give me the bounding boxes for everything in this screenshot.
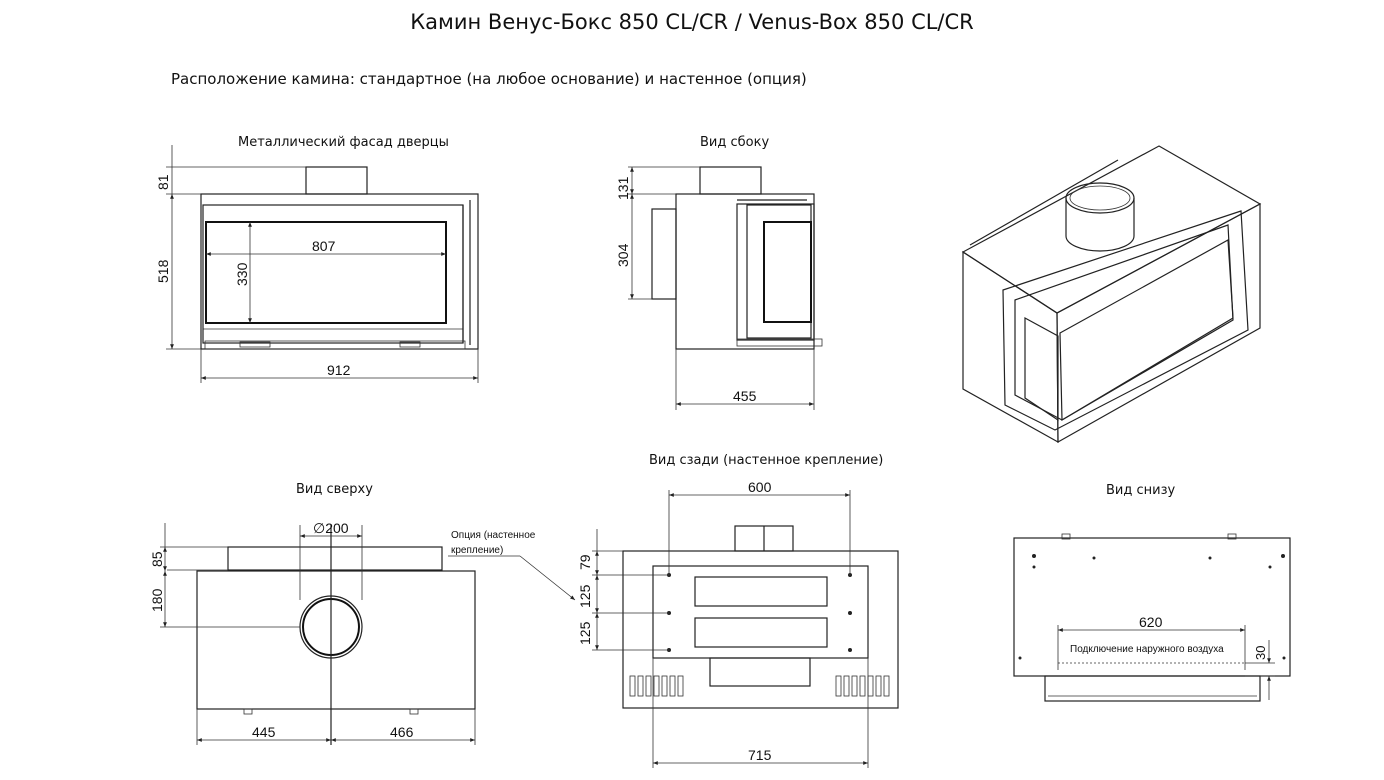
- side-dim-door: 304: [615, 243, 631, 267]
- isometric-view: [961, 145, 1262, 444]
- back-dim-bottom-width: 715: [748, 747, 772, 763]
- top-note-line1: Опция (настенное: [451, 530, 536, 541]
- bottom-dim-height: 30: [1253, 646, 1268, 660]
- top-dim-a: 85: [149, 551, 165, 567]
- side-dim-top: 131: [615, 176, 631, 200]
- back-view: 600 79 125 125 715: [577, 479, 899, 768]
- front-dim-width: 912: [327, 362, 351, 378]
- top-view-title: Вид сверху: [296, 482, 373, 497]
- document-title: Камин Венус-Бокс 850 CL/CR / Venus-Box 8…: [410, 10, 974, 34]
- side-view: 131 304 455: [615, 166, 823, 410]
- front-dim-top: 81: [155, 174, 171, 190]
- front-view-title: Металлический фасад дверцы: [238, 135, 449, 150]
- bottom-dim-width: 620: [1139, 614, 1163, 630]
- front-dim-glass-width: 807: [312, 238, 336, 254]
- placement-subtitle: Расположение камина: стандартное (на люб…: [171, 70, 807, 88]
- back-dim-top-width: 600: [748, 479, 772, 495]
- back-dim-c: 125: [577, 621, 593, 645]
- bottom-view-title: Вид снизу: [1106, 483, 1176, 498]
- top-view: ∅200 85 180 445 466 Опция (настенное кре…: [149, 520, 576, 745]
- side-dim-depth: 455: [733, 388, 757, 404]
- back-dim-b: 125: [577, 584, 593, 608]
- front-dim-glass-height: 330: [234, 262, 250, 286]
- bottom-view: 620 30 Подключение наружного воздуха: [1013, 533, 1291, 702]
- back-dim-a: 79: [577, 554, 593, 570]
- front-dim-height: 518: [155, 259, 171, 283]
- top-note-line2: крепление): [451, 545, 503, 556]
- front-view: 81 518 807 330 912: [155, 145, 479, 383]
- top-dim-b: 180: [149, 588, 165, 612]
- top-dim-left: 445: [252, 724, 276, 740]
- back-view-title: Вид сзади (настенное крепление): [649, 453, 884, 468]
- bottom-air-label: Подключение наружного воздуха: [1070, 644, 1224, 655]
- top-dim-flue: ∅200: [313, 520, 349, 536]
- top-dim-right: 466: [390, 724, 414, 740]
- side-view-title: Вид сбоку: [700, 135, 770, 150]
